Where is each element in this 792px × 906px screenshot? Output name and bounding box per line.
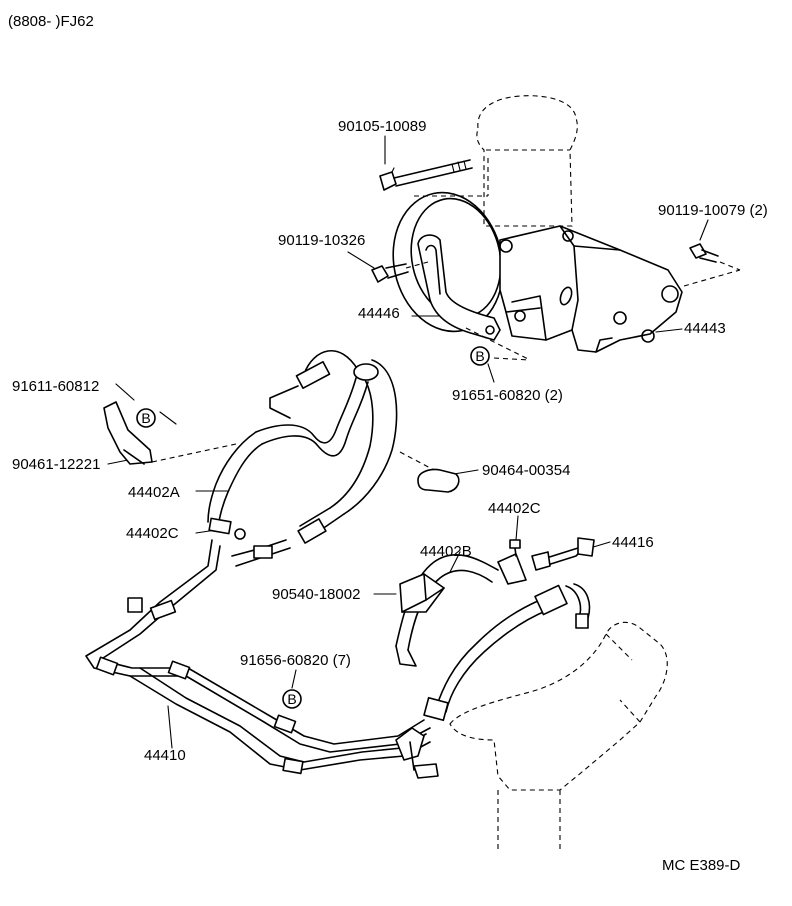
part-label-90461-12221: 90461-12221 — [12, 456, 100, 473]
pump-assembly — [392, 95, 683, 361]
pipe-44416 — [531, 537, 595, 629]
clamp-cushion-90540-18002 — [399, 573, 445, 613]
bolt-90105-10089-icon — [379, 159, 473, 191]
svg-text:B: B — [287, 691, 296, 707]
svg-text:B: B — [141, 410, 150, 426]
part-label-91656-60820: 91656-60820 (7) — [240, 652, 351, 669]
clamp-90464-00354 — [399, 451, 460, 493]
part-label-44402B: 44402B — [420, 543, 472, 560]
part-label-90464-00354: 90464-00354 — [482, 462, 570, 479]
part-label-44446: 44446 — [358, 305, 400, 322]
bolt-90119-10326-icon — [371, 261, 429, 283]
steering-gear-box — [449, 621, 668, 850]
part-label-44410: 44410 — [144, 747, 186, 764]
diagram-header-code: (8808- )FJ62 — [8, 13, 94, 30]
hose-44402A — [207, 350, 398, 544]
part-label-44443: 44443 — [684, 320, 726, 337]
part-label-91611-60812: 91611-60812 — [12, 378, 99, 395]
reference-marker-b-3: B — [282, 689, 302, 709]
reference-marker-b-1: B — [470, 346, 490, 366]
leader-lines — [107, 135, 709, 749]
part-label-90540-18002: 90540-18002 — [272, 586, 360, 603]
svg-text:B: B — [475, 348, 484, 364]
part-label-44402A: 44402A — [128, 484, 180, 501]
diagram-reference-code: MC E389-D — [662, 857, 741, 874]
part-label-44416: 44416 — [612, 534, 654, 551]
part-label-90119-10079: 90119-10079 (2) — [658, 202, 768, 219]
clamp-bracket-91611-60812 — [103, 401, 237, 465]
part-label-91651-60820: 91651-60820 (2) — [452, 387, 563, 404]
part-label-90119-10326: 90119-10326 — [278, 232, 365, 249]
bolt-90119-10079-icon — [683, 243, 741, 287]
part-label-44402C-right: 44402C — [488, 500, 541, 517]
part-label-90105-10089: 90105-10089 — [338, 118, 426, 135]
reference-marker-b-2: B — [136, 408, 156, 428]
pressure-pipe-44410 — [85, 539, 439, 779]
part-label-44402C-left: 44402C — [126, 525, 179, 542]
hose-44402B — [395, 539, 568, 722]
